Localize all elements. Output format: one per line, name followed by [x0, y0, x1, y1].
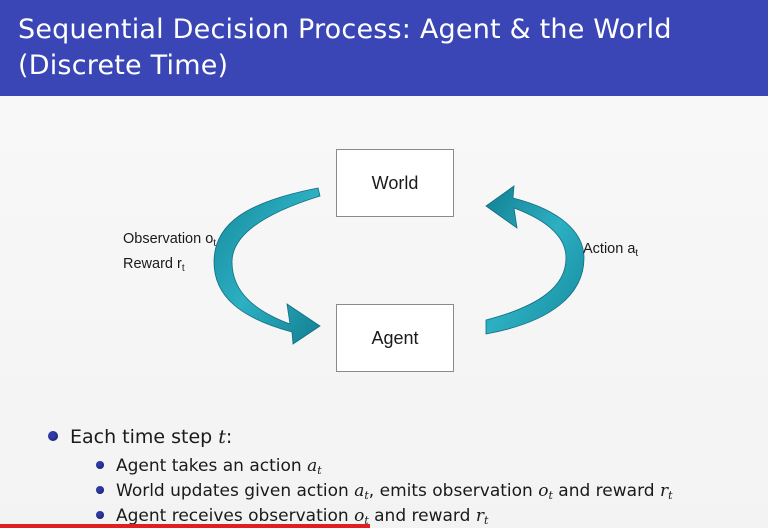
reward-label: Reward rt	[123, 256, 185, 274]
agent-label: Agent	[371, 327, 419, 348]
world-label: World	[371, 172, 419, 193]
slide-title: Sequential Decision Process: Agent & the…	[18, 14, 672, 81]
observation-reward-label: Observation ot Reward rt	[123, 229, 216, 279]
world-box: World	[336, 149, 454, 217]
agent-box: Agent	[336, 304, 454, 372]
action-arrow	[485, 185, 585, 335]
observation-label: Observation ot	[123, 231, 217, 249]
bullet-dot-icon	[48, 431, 58, 441]
bullet-sub-3: Agent receives observation ot and reward…	[96, 506, 488, 527]
bullet-dot-icon	[96, 486, 104, 494]
bullet-main: Each time step t:	[48, 426, 232, 448]
bullet-sub-1: Agent takes an action at	[96, 456, 322, 477]
video-progress-bar[interactable]	[0, 524, 370, 528]
action-label: Action at	[583, 241, 639, 259]
bullet-dot-icon	[96, 461, 104, 469]
bullet-sub-2: World updates given action at, emits obs…	[96, 481, 673, 502]
observation-arrow	[213, 187, 321, 345]
bullet-dot-icon	[96, 511, 104, 519]
slide-header: Sequential Decision Process: Agent & the…	[0, 0, 768, 96]
